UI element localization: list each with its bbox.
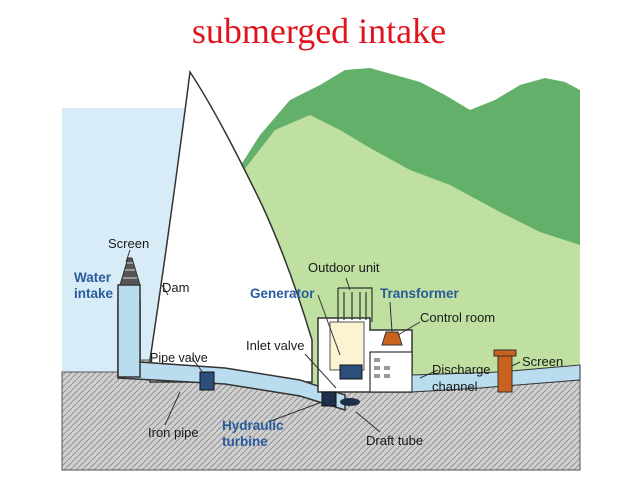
generator bbox=[339, 364, 363, 380]
hydraulic-turbine bbox=[321, 391, 337, 407]
label-generator: Generator bbox=[250, 286, 315, 301]
pipe-valve bbox=[199, 371, 215, 391]
label-hydraulic-1: Hydraulic bbox=[222, 418, 284, 433]
diagram-title: submerged intake bbox=[191, 11, 447, 51]
label-screen-left: Screen bbox=[108, 236, 149, 251]
label-transformer: Transformer bbox=[380, 286, 460, 301]
label-discharge-2: channel bbox=[432, 379, 478, 394]
label-dam: Dam bbox=[162, 280, 189, 295]
label-discharge-1: Discharge bbox=[432, 362, 491, 377]
dam bbox=[149, 69, 313, 383]
generator-room bbox=[329, 321, 365, 371]
outdoor-unit bbox=[337, 287, 373, 322]
label-draft-tube: Draft tube bbox=[366, 433, 423, 448]
label-water-intake-2: intake bbox=[74, 286, 114, 301]
label-control-room: Control room bbox=[420, 310, 495, 325]
label-inlet-valve: Inlet valve bbox=[246, 338, 305, 353]
intake-tower bbox=[117, 284, 141, 378]
transformer bbox=[381, 331, 403, 346]
turbine-runner bbox=[340, 398, 360, 406]
label-pipe-valve: Pipe valve bbox=[150, 351, 208, 365]
label-outdoor-unit: Outdoor unit bbox=[308, 260, 380, 275]
label-water-intake-1: Water bbox=[74, 270, 112, 285]
label-iron-pipe: Iron pipe bbox=[148, 425, 199, 440]
discharge-screen bbox=[497, 351, 513, 393]
label-hydraulic-2: turbine bbox=[222, 434, 268, 449]
label-screen-right: Screen bbox=[522, 354, 563, 369]
